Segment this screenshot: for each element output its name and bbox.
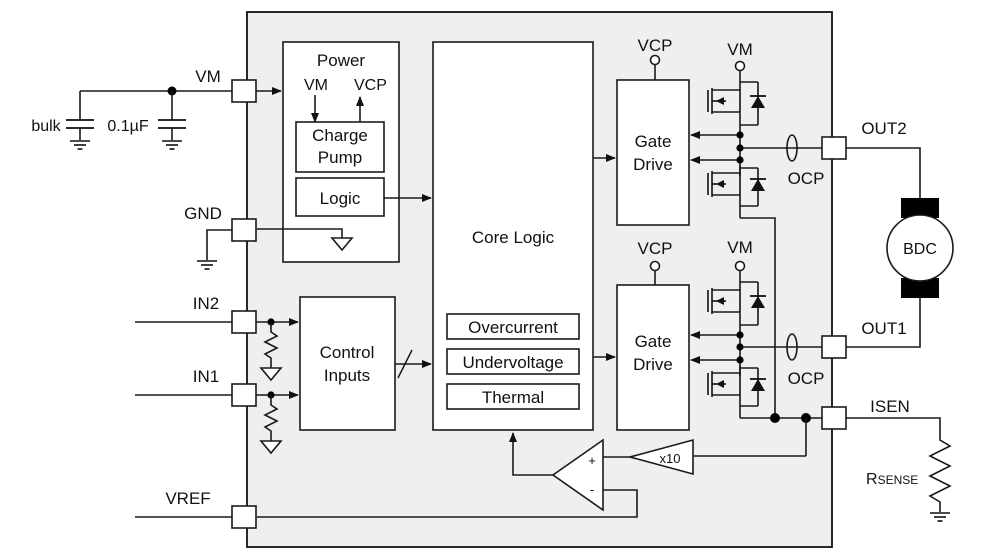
overcurrent-label: Overcurrent — [468, 318, 558, 337]
pin-vm — [231, 79, 257, 103]
bulk-label: bulk — [31, 118, 61, 135]
thermal-label: Thermal — [482, 388, 544, 407]
power-label: Power — [317, 51, 366, 70]
pin-out2 — [821, 136, 847, 160]
power-vcp-label: VCP — [354, 77, 387, 94]
comparator-plus: + — [588, 453, 596, 468]
pin-vm-label: VM — [195, 67, 221, 86]
pin-vref — [231, 505, 257, 529]
bridge-bottom: VM OCP — [690, 238, 825, 423]
pin-in2 — [231, 310, 257, 334]
ground-icon — [196, 260, 218, 270]
logic-label: Logic — [320, 189, 361, 208]
charge-label: Charge — [312, 126, 368, 145]
pin-gnd-label: GND — [184, 204, 222, 223]
pin-isen-label: ISEN — [870, 397, 910, 416]
ground-icon — [69, 140, 91, 150]
drive-label-bottom: Drive — [633, 355, 673, 374]
inputs-label: Inputs — [324, 366, 370, 385]
x10-label: x10 — [660, 451, 681, 466]
ground-icon — [161, 140, 183, 150]
pin-gnd — [231, 218, 257, 242]
pump-label: Pump — [318, 148, 362, 167]
gate-label-top: Gate — [635, 132, 672, 151]
rsense-label: RSENSE — [866, 471, 918, 488]
comparator-icon: + - — [551, 438, 604, 512]
gate-label-bottom: Gate — [635, 332, 672, 351]
bdc-label: BDC — [903, 241, 937, 258]
vcp-label-bottom: VCP — [638, 239, 673, 258]
pin-vref-label: VREF — [165, 489, 210, 508]
amplifier-icon: x10 — [626, 438, 694, 476]
resistor-icon — [928, 432, 952, 522]
resistor-icon — [259, 322, 283, 382]
control-label: Control — [320, 343, 375, 362]
pin-out1-label: OUT1 — [861, 319, 906, 338]
bridge-top: VM OCP — [690, 40, 825, 418]
ocp-label-bottom: OCP — [788, 369, 825, 388]
overcurrent-block — [446, 313, 580, 340]
core-logic-label: Core Logic — [472, 228, 555, 247]
undervoltage-label: Undervoltage — [462, 353, 563, 372]
motor-icon: BDC — [886, 198, 954, 298]
pin-in2-label: IN2 — [193, 294, 219, 313]
ground-icon — [929, 512, 951, 522]
pin-in1 — [231, 383, 257, 407]
undervoltage-block — [446, 348, 580, 375]
logic-block — [295, 177, 385, 217]
power-block: Power VM VCP Charge Pump Logic — [257, 41, 400, 263]
cap-label: 0.1µF — [107, 118, 148, 135]
capacitor-icon — [158, 91, 186, 150]
vcp-label-top: VCP — [638, 36, 673, 55]
pin-isen — [821, 406, 847, 430]
drive-label-top: Drive — [633, 155, 673, 174]
ocp-label-top: OCP — [788, 169, 825, 188]
vm-label-top: VM — [727, 40, 753, 59]
resistor-icon — [259, 395, 283, 455]
comparator-minus: - — [590, 482, 594, 497]
vm-label-bottom: VM — [727, 238, 753, 257]
power-vm-label: VM — [304, 77, 328, 94]
gate-drive-bottom: Gate Drive — [616, 284, 690, 431]
pin-out2-label: OUT2 — [861, 119, 906, 138]
thermal-block — [446, 383, 580, 410]
pin-out1 — [821, 335, 847, 359]
charge-pump-block — [295, 121, 385, 173]
control-inputs-block: Control Inputs — [299, 296, 396, 431]
capacitor-icon — [66, 91, 94, 150]
core-logic-block: Core Logic Overcurrent Undervoltage Ther… — [432, 41, 594, 431]
pin-in1-label: IN1 — [193, 367, 219, 386]
gate-drive-top: Gate Drive — [616, 79, 690, 226]
